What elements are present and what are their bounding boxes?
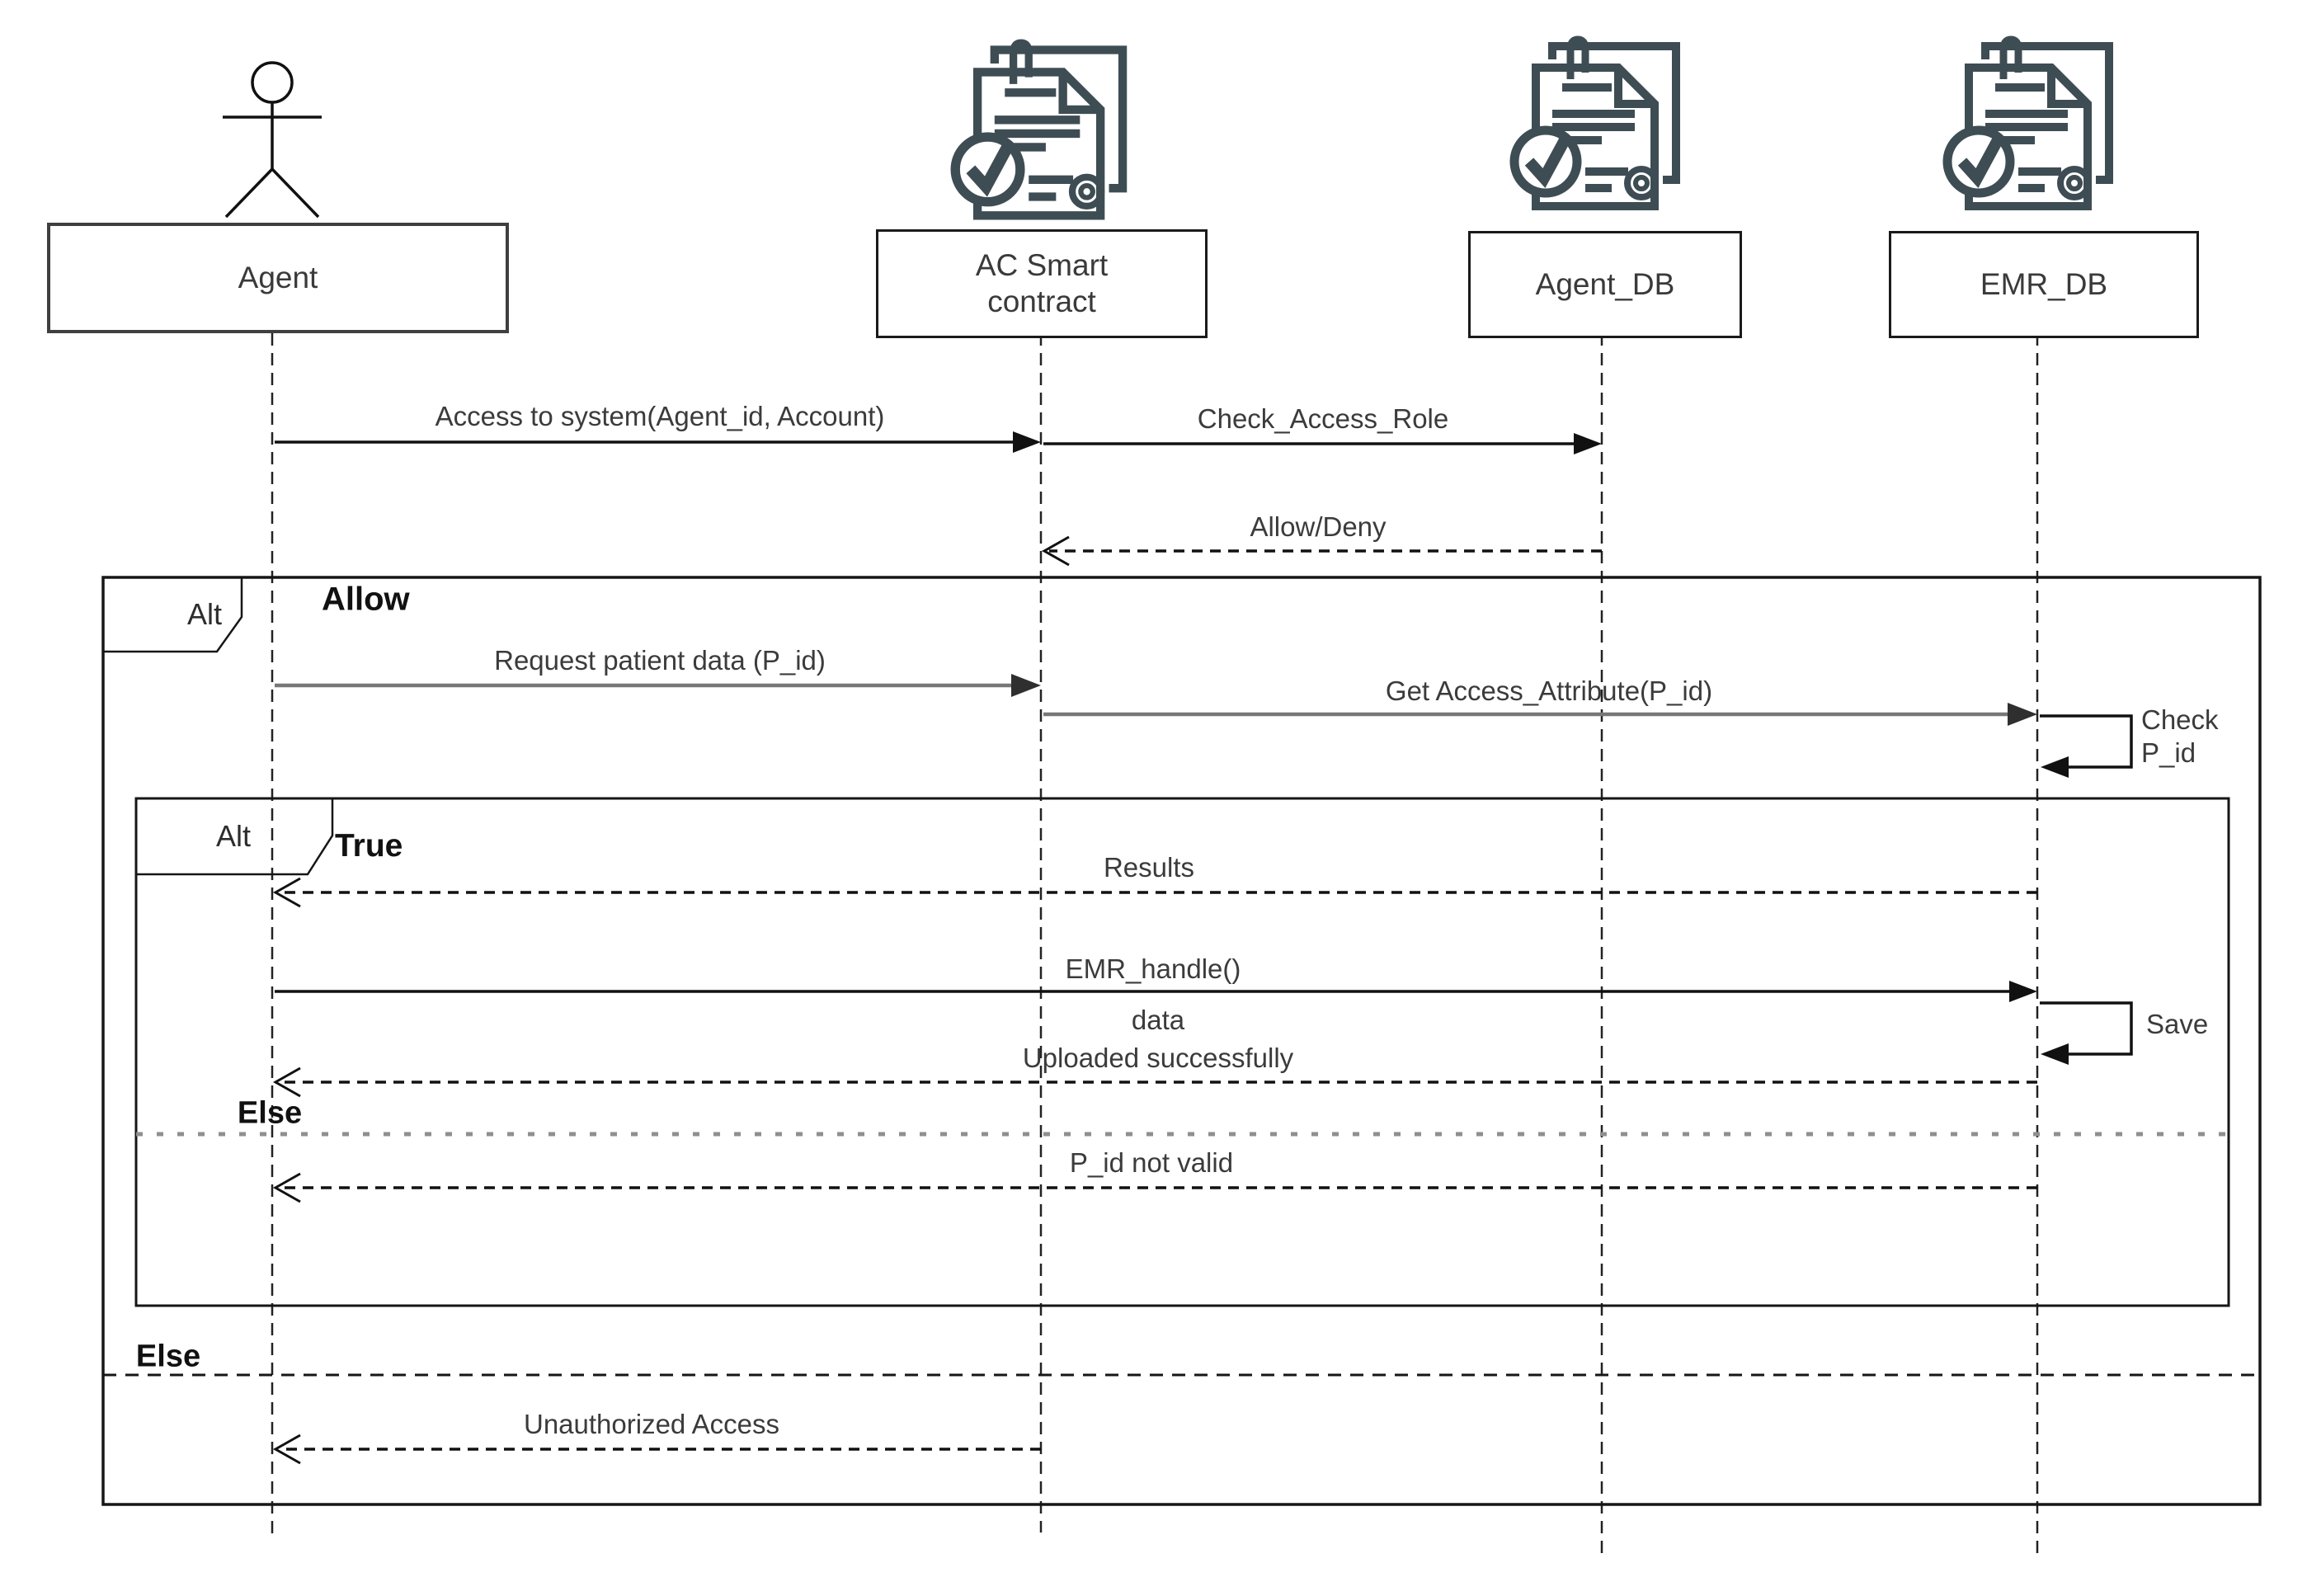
participant-label: Agent_DB [1535,267,1675,301]
arrow-emr-handle [275,981,2037,1002]
message-label-get-access-attribute: Get Access_Attribute(P_id) [1385,676,1713,706]
arrow-access-to-system [275,431,1041,453]
participant-box-agent-db: Agent_DB [1468,231,1742,338]
message-label-request-patient-data: Request patient data (P_id) [494,645,826,676]
arrow-allow-deny [1041,535,1602,567]
message-label-access-to-system: Access to system(Agent_id, Account) [435,401,885,431]
message-label-p-id-not-valid: P_id not valid [1069,1147,1234,1178]
message-label-emr-handle: EMR_handle() [1065,953,1241,984]
outer-alt-frame [101,576,2262,1506]
arrow-unauthorized-access [272,1434,1041,1465]
inner-alt-frame [134,797,2230,1307]
outer-alt-else-label: Else [135,1339,201,1374]
message-label-unauthorized-access: Unauthorized Access [523,1409,780,1439]
arrow-get-access-attribute [1043,703,2037,726]
arrow-data-uploaded [272,1066,2037,1098]
inner-alt-guard-label: True [335,828,403,864]
arrow-p-id-not-valid [272,1172,2037,1203]
participant-label: AC Smart contract [975,248,1109,318]
message-label-results: Results [1103,852,1195,883]
participant-label: Agent [238,261,318,294]
inner-alt-else-label: Else [237,1095,303,1131]
arrow-check-p-id-self [2040,714,2133,778]
actor-icon [223,61,322,219]
arrow-results [272,877,2037,908]
contract-icon [1514,40,1676,206]
participant-label: EMR_DB [1980,267,2108,301]
participant-box-ac-smart-contract: AC Smart contract [876,229,1208,338]
outer-alt-guard-label: Allow [322,581,410,618]
arrow-request-patient-data [275,674,1041,697]
message-label-allow-deny: Allow/Deny [1250,511,1387,542]
participant-box-agent: Agent [47,223,509,333]
arrow-save-self [2040,1001,2133,1065]
arrow-check-access-role [1043,433,1602,454]
message-label-check-p-id: Check P_id [2141,704,2219,768]
outer-alt-operator-label: Alt [186,597,223,631]
participant-box-emr-db: EMR_DB [1889,231,2199,338]
contract-icon [1947,40,2109,206]
message-label-check-access-role: Check_Access_Role [1197,403,1449,434]
contract-icon [955,43,1123,215]
message-label-data-uploaded: data Uploaded successfully [1022,1005,1294,1073]
inner-alt-operator-label: Alt [215,819,252,853]
message-label-save: Save [2146,1009,2209,1039]
